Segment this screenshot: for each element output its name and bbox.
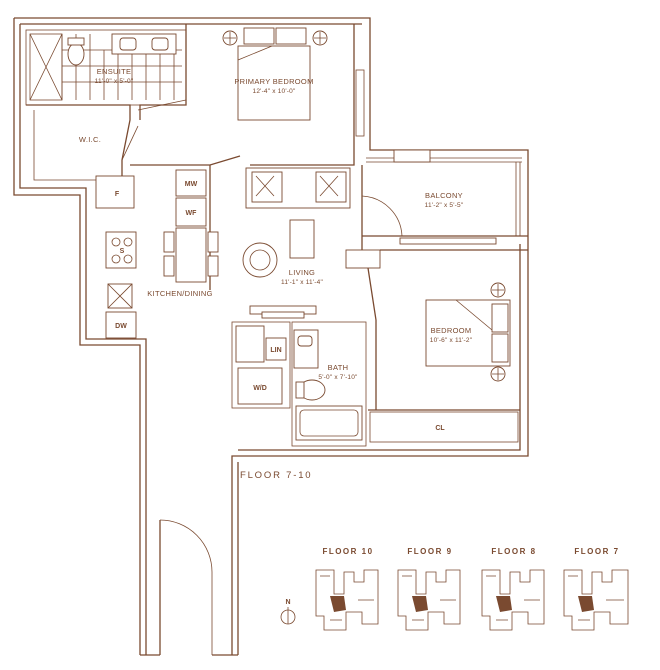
- washer-dryer-label: W/D: [253, 385, 267, 392]
- balcony-dims: 11'-2" x 5'-5": [425, 202, 464, 209]
- keyplan-title: FLOOR 8: [491, 547, 536, 556]
- floor-label: FLOOR 7-10: [240, 470, 312, 481]
- kitchen-name: KITCHEN/DINING: [147, 289, 212, 298]
- bedroom-name: BEDROOM: [431, 326, 472, 335]
- keyplan-title: FLOOR 9: [407, 547, 452, 556]
- sink-icon: [151, 37, 169, 51]
- compass-label: N: [285, 599, 290, 606]
- dining-table-icon: [175, 227, 207, 283]
- keyplans: FLOOR 10 FLOOR 9 FLOOR 8 FLOOR 7: [315, 547, 629, 631]
- unit-highlight: [496, 596, 512, 612]
- bath-name: BATH: [328, 363, 349, 372]
- dishwasher-icon: [105, 311, 137, 339]
- bedroom-dims: 10'-6" x 11'-2": [430, 337, 473, 344]
- laundry: LIN W/D: [231, 321, 291, 409]
- ensuite-name: ENSUITE: [97, 67, 132, 76]
- primary-bedroom-dims: 12'-4" x 10'-0": [253, 88, 296, 95]
- primary-bedroom-name: PRIMARY BEDROOM: [234, 77, 313, 86]
- closet: [369, 411, 519, 443]
- outer-walls: [13, 17, 529, 656]
- linen-closet: [265, 337, 287, 361]
- linen-label: LIN: [270, 347, 281, 354]
- primary-bedroom: PRIMARY BEDROOM 12'-4" x 10'-0": [130, 24, 365, 166]
- bath-dims: 5'-0" x 7'-10": [318, 374, 358, 381]
- wine-fridge-label: WF: [186, 210, 198, 217]
- sink-icon: [119, 37, 137, 51]
- unit-highlight: [578, 596, 594, 612]
- kitchen-dining: F MW WF S DW KITCHEN/DINING: [95, 165, 219, 339]
- bed-icon: [237, 45, 311, 121]
- entry-door: [159, 519, 213, 655]
- keyplan-floor-9: [397, 569, 461, 631]
- unit-highlight: [330, 596, 346, 612]
- ensuite-dims: 11'-0" x 5'-0": [95, 78, 134, 85]
- bath: BATH 5'-0" x 7'-10": [291, 321, 367, 447]
- balcony-name: BALCONY: [425, 191, 463, 200]
- keyplan-title: FLOOR 10: [322, 547, 373, 556]
- bathtub-icon: [295, 405, 363, 441]
- living-dims: 11'-1" x 11'-4": [281, 279, 324, 286]
- microwave-icon: [175, 169, 207, 197]
- keyplan-floor-8: [481, 569, 545, 631]
- wine-fridge-icon: [175, 197, 207, 227]
- unit-highlight: [412, 596, 428, 612]
- ensuite: ENSUITE 11'-0" x 5'-0": [25, 29, 187, 106]
- wic-name: W.I.C.: [79, 135, 101, 144]
- dishwasher-label: DW: [115, 323, 127, 330]
- compass: N: [280, 599, 296, 625]
- fridge-label: F: [115, 191, 120, 198]
- microwave-label: MW: [185, 181, 198, 188]
- toilet-icon: [67, 42, 85, 66]
- closet-label: CL: [435, 425, 445, 432]
- living-name: LIVING: [289, 268, 315, 277]
- coffee-table-icon: [289, 219, 315, 259]
- armchair-icon: [242, 242, 278, 278]
- fridge-icon: [95, 175, 135, 209]
- stove-label: S: [120, 248, 125, 255]
- keyplan-floor-10: [315, 569, 379, 631]
- keyplan-title: FLOOR 7: [574, 547, 619, 556]
- walk-in-closet: W.I.C.: [26, 104, 139, 181]
- bedroom: BEDROOM 10'-6" x 11'-2" CL: [345, 249, 528, 443]
- living-area: LIVING 11'-1" x 11'-4": [242, 165, 363, 319]
- washer-dryer-icon: [237, 367, 283, 405]
- keyplan-floor-7: [563, 569, 629, 631]
- balcony: BALCONY 11'-2" x 5'-5": [361, 149, 528, 245]
